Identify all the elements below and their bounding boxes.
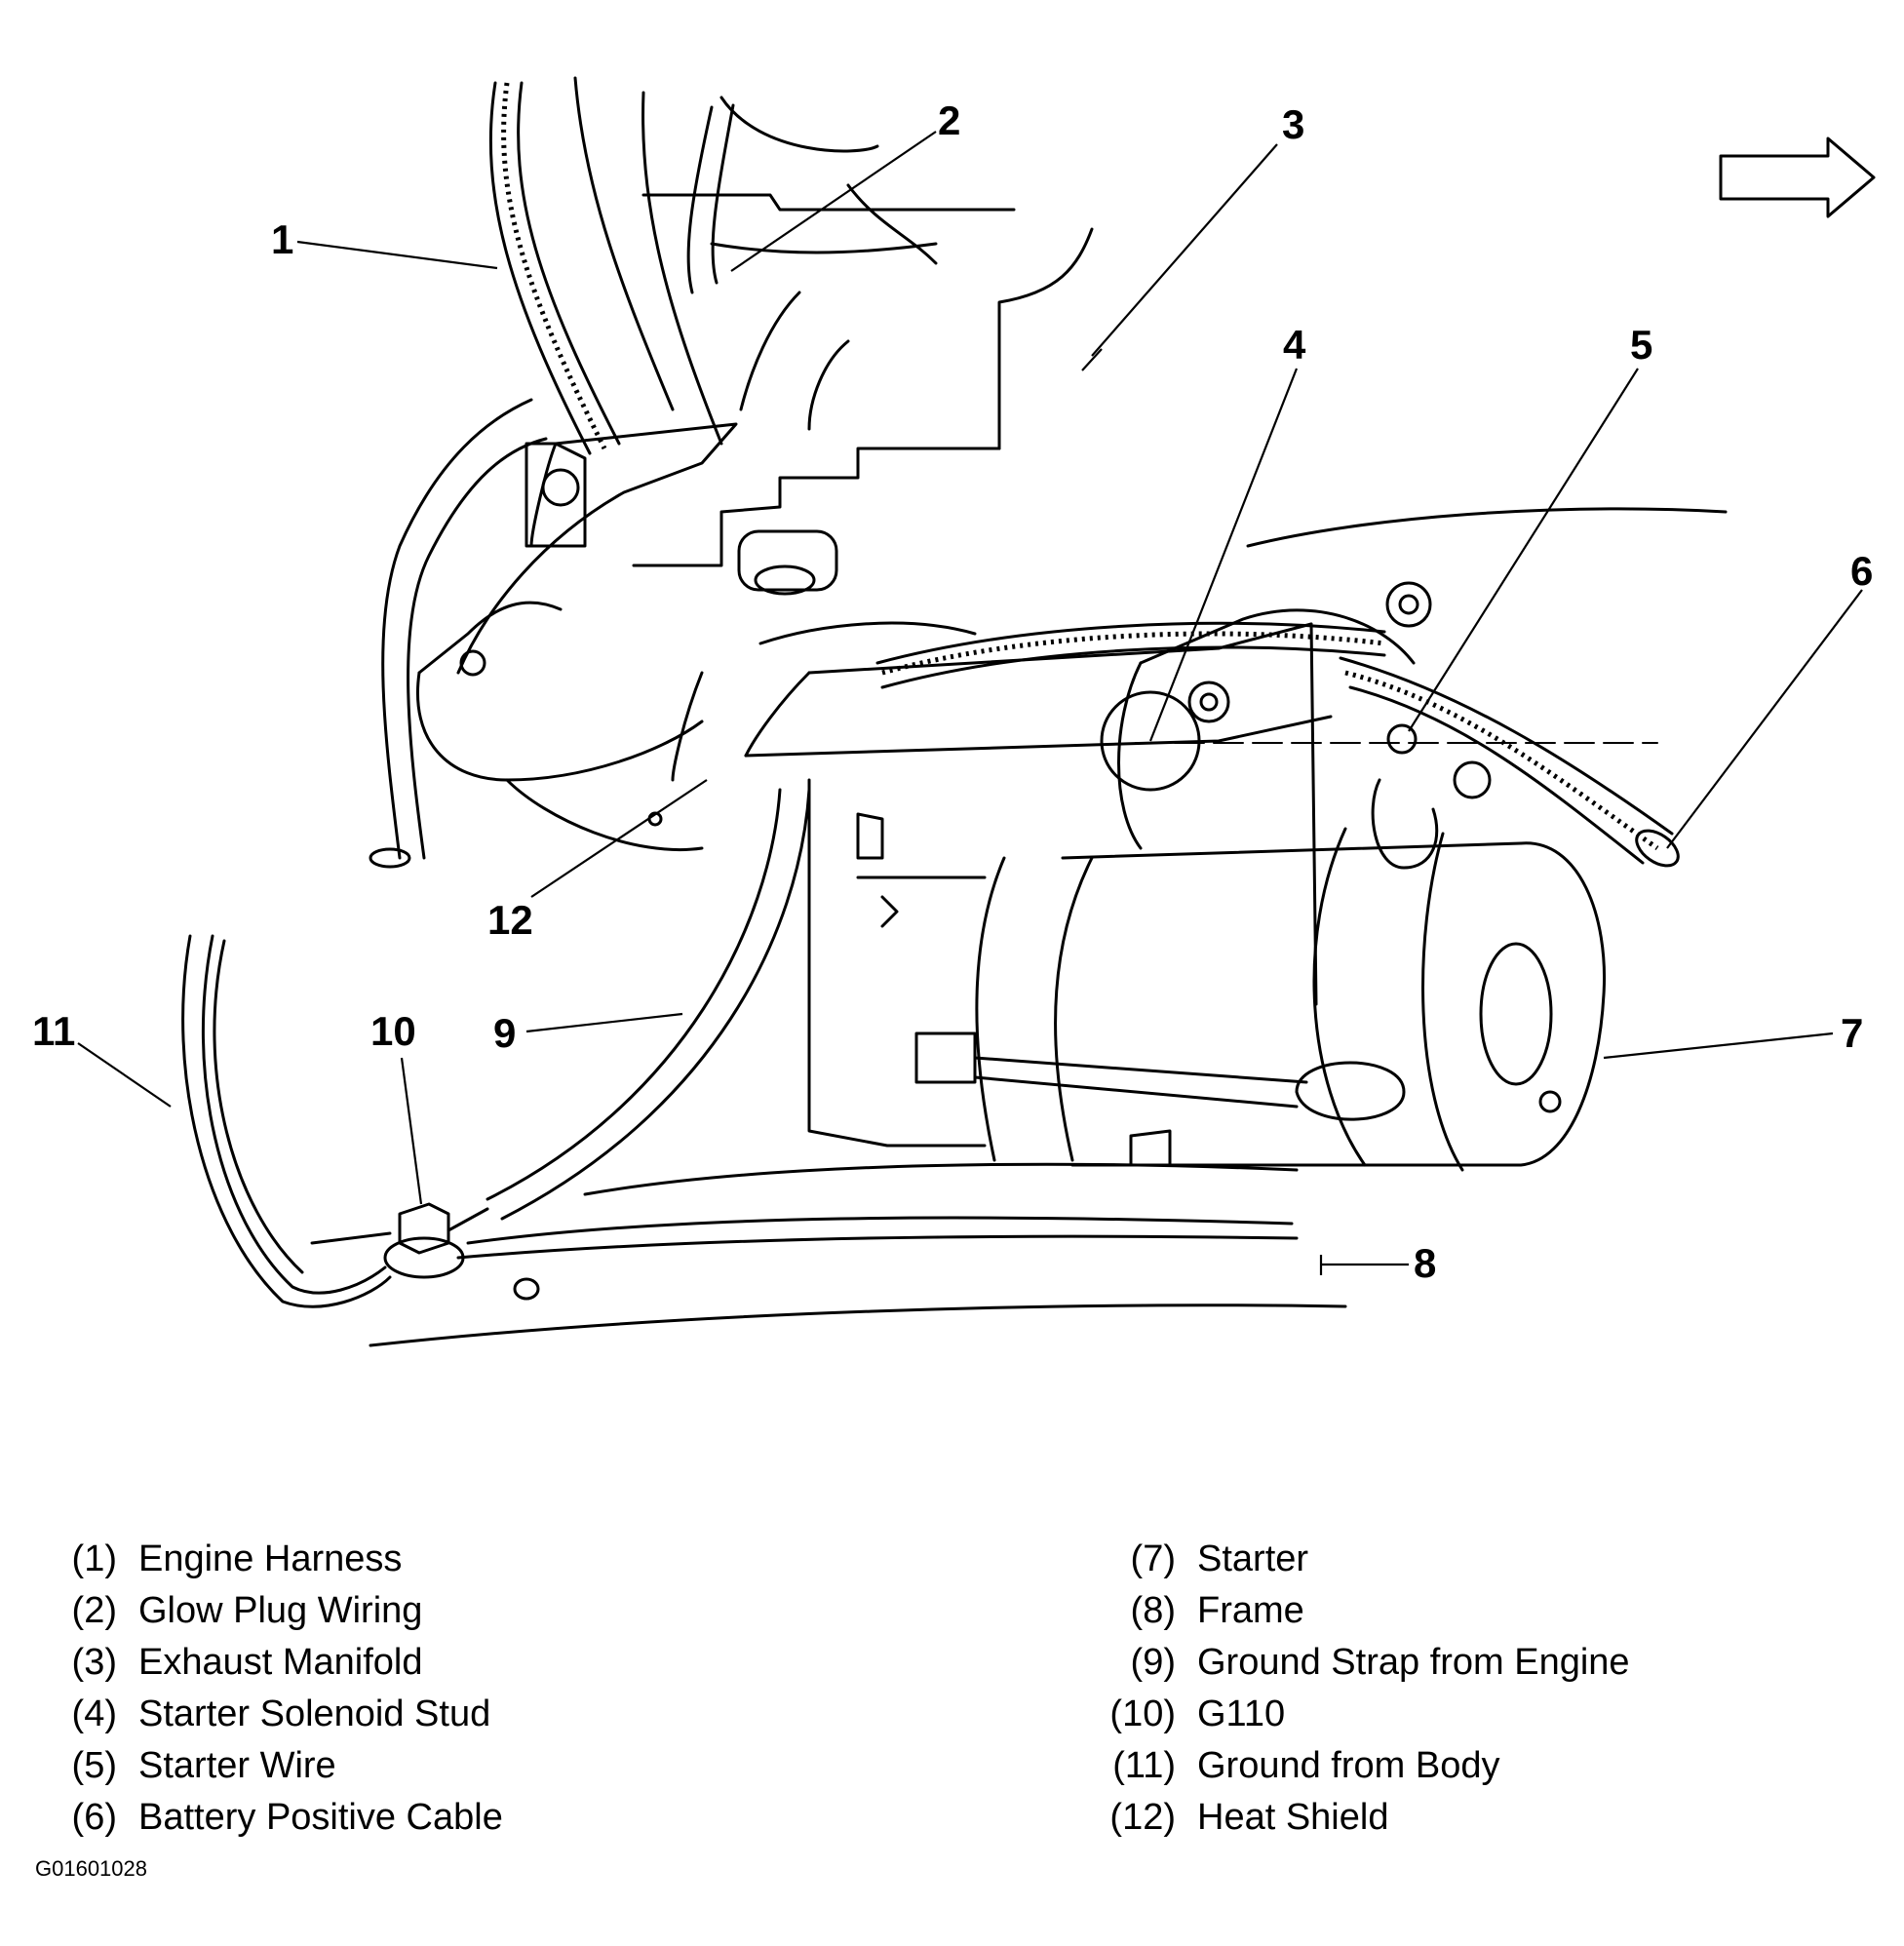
callout-number: 11 <box>32 1008 75 1054</box>
engine-harness-shape <box>369 81 621 869</box>
legend-number: (12) <box>1109 1797 1176 1838</box>
legend-label: Glow Plug Wiring <box>138 1590 423 1631</box>
legend-number: (9) <box>1130 1642 1176 1683</box>
legend-item: (2) Glow Plug Wiring <box>39 1585 503 1637</box>
legend-label: Battery Positive Cable <box>138 1797 503 1838</box>
legend-item: (10) G110 <box>1098 1689 1630 1740</box>
legend-number: (4) <box>71 1693 117 1734</box>
legend-number: (6) <box>71 1797 117 1838</box>
legend-item: (7) Starter <box>1098 1534 1630 1585</box>
legend-item: (8) Frame <box>1098 1585 1630 1637</box>
legend-number: (10) <box>1109 1693 1176 1734</box>
legend-label: Starter <box>1197 1538 1309 1579</box>
starter-solenoid-shape <box>1100 581 1492 870</box>
legend-label: Exhaust Manifold <box>138 1642 423 1683</box>
legend-item: (11) Ground from Body <box>1098 1740 1630 1792</box>
callout-number: 10 <box>370 1008 416 1054</box>
g110-ground-bolt <box>310 1202 465 1279</box>
legend-label: Heat Shield <box>1197 1797 1389 1838</box>
glow-plug-wiring-shape <box>686 96 938 294</box>
legend-label: Engine Harness <box>138 1538 403 1579</box>
heat-shield-shape <box>744 622 1333 1006</box>
callout-number: 9 <box>493 1010 516 1056</box>
legend-label: G110 <box>1197 1693 1286 1734</box>
legend-item: (1) Engine Harness <box>39 1534 503 1585</box>
legend-number: (11) <box>1112 1745 1176 1786</box>
callout-number: 8 <box>1414 1240 1436 1286</box>
legend-item: (9) Ground Strap from Engine <box>1098 1637 1630 1689</box>
battery-positive-cable-shape <box>875 621 1680 868</box>
callout-number: 6 <box>1850 548 1873 594</box>
legend-number: (2) <box>71 1590 117 1631</box>
legend-number: (3) <box>71 1642 117 1683</box>
callout-number: 2 <box>938 97 960 143</box>
legend-label: Ground from Body <box>1197 1745 1500 1786</box>
legend-left-column: (1) Engine Harness (2) Glow Plug Wiring (3… <box>39 1534 503 1844</box>
legend-label: Ground Strap from Engine <box>1197 1642 1630 1683</box>
legend-number: (7) <box>1130 1538 1176 1579</box>
callout-number: 4 <box>1283 322 1306 368</box>
frame-rails <box>369 1162 1347 1347</box>
legend-item: (6) Battery Positive Cable <box>39 1792 503 1844</box>
starter-wiring-illustration: 1 2 3 4 5 6 7 8 9 10 11 12 <box>32 76 1876 1347</box>
bracket-bolts <box>525 442 838 596</box>
legend-number: (8) <box>1130 1590 1176 1631</box>
legend-label: Starter Solenoid Stud <box>138 1693 491 1734</box>
legend-item: (5) Starter Wire <box>39 1740 503 1792</box>
callout-number: 12 <box>487 897 533 943</box>
ground-strap-shape <box>447 788 811 1232</box>
legend-right-column: (7) Starter (8) Frame (9) Ground Strap from… <box>1098 1534 1630 1844</box>
legend-label: Frame <box>1197 1590 1304 1631</box>
callout-number: 1 <box>271 216 293 262</box>
legend-item: (12) Heat Shield <box>1098 1792 1630 1844</box>
exhaust-manifold-shape <box>416 76 1728 852</box>
legend-label: Starter Wire <box>138 1745 336 1786</box>
forward-arrow-icon <box>1719 136 1876 218</box>
ground-from-body-shape <box>181 934 392 1308</box>
callout-number: 5 <box>1630 322 1652 368</box>
legend-number: (5) <box>71 1745 117 1786</box>
starter-motor-shape <box>807 608 1607 1172</box>
callout-number: 7 <box>1841 1010 1863 1056</box>
legend-item: (3) Exhaust Manifold <box>39 1637 503 1689</box>
callout-number: 3 <box>1282 101 1304 147</box>
legend-item: (4) Starter Solenoid Stud <box>39 1689 503 1740</box>
figure-id: G01601028 <box>35 1856 147 1881</box>
legend-number: (1) <box>71 1538 117 1579</box>
callout-leaders <box>77 131 1863 1275</box>
